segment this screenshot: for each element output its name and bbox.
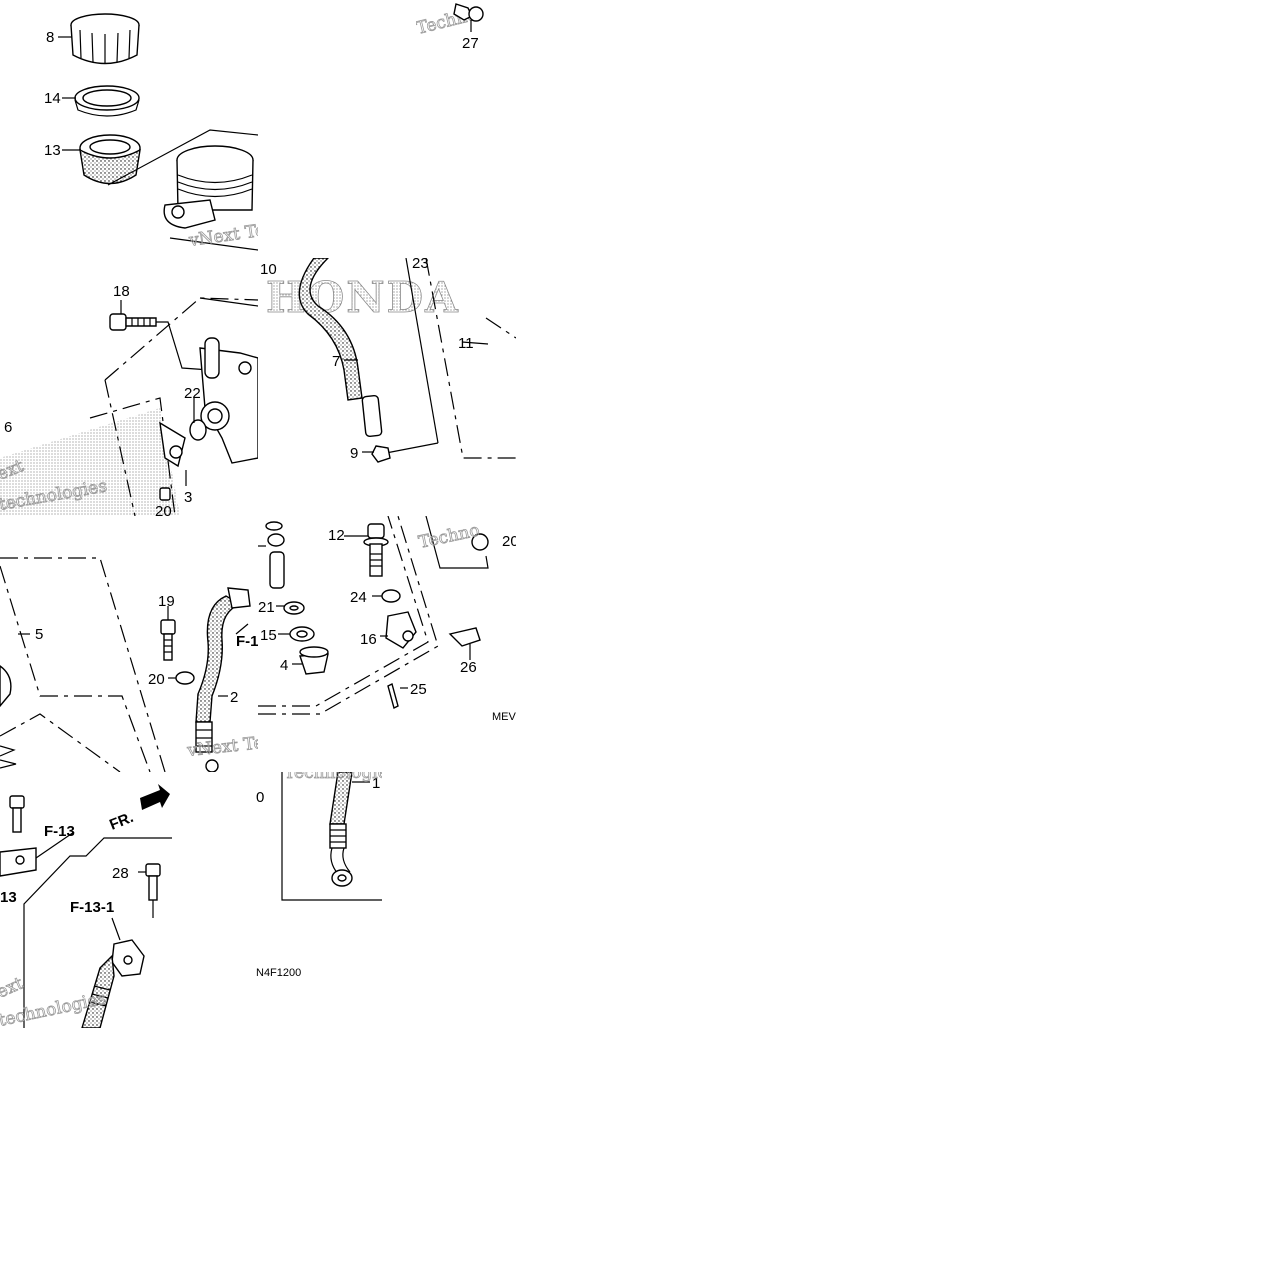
diagram-code-partial: MEV bbox=[492, 711, 516, 720]
union-bolt-part bbox=[159, 419, 207, 501]
callout-23: 23 bbox=[412, 258, 429, 272]
ref-f13-1: F-13-1 bbox=[70, 899, 114, 916]
callout-19: 19 bbox=[158, 593, 175, 610]
callout-10: 10 bbox=[260, 261, 277, 278]
callout-7: 7 bbox=[332, 353, 340, 370]
callout-8: 8 bbox=[46, 29, 54, 46]
tile-reservoir: 8 14 13 vNext Tec bbox=[0, 0, 258, 258]
callout-27: 27 bbox=[462, 35, 479, 52]
callout-22: 22 bbox=[184, 385, 201, 402]
callout-20: 20 bbox=[148, 671, 165, 688]
reservoir-cap-part bbox=[70, 13, 140, 65]
reservoir-part bbox=[107, 129, 258, 251]
watermark-text: Technologies bbox=[284, 772, 382, 783]
callout-9: 9 bbox=[350, 445, 358, 462]
watermark-text: ext bbox=[0, 973, 26, 1002]
tile-master-cylinder: 22 3 18 6 20 ext technologies bbox=[0, 258, 258, 516]
tile-internals: 17 12 24 21 15 16 4 25 26 20 MEV Techno bbox=[258, 516, 516, 720]
bracket-f13-1-part bbox=[81, 939, 145, 1028]
tile-bolt-27: Techno 27 bbox=[416, 0, 516, 60]
callout-15: 15 bbox=[260, 627, 277, 644]
retainer-ring-part bbox=[74, 85, 140, 117]
master-cylinder-body bbox=[199, 337, 258, 464]
callout-20-partial: 20 bbox=[155, 503, 172, 516]
callout-21: 21 bbox=[258, 599, 275, 616]
callout-28: 28 bbox=[112, 865, 129, 882]
callout-1: 1 bbox=[372, 775, 380, 792]
callout-3: 3 bbox=[184, 489, 192, 506]
bolt-28-part bbox=[145, 863, 161, 901]
callout-0-partial: 0 bbox=[256, 789, 264, 806]
piston-spring-part bbox=[265, 521, 329, 675]
callout-13-bold: 13 bbox=[0, 889, 17, 906]
callout-5: 5 bbox=[35, 626, 43, 643]
bolt-part bbox=[9, 795, 25, 833]
ref-f1-partial: F-1 bbox=[236, 633, 258, 650]
tile-hose-1: 1 0 Technologies bbox=[254, 772, 382, 904]
callout-24: 24 bbox=[350, 589, 367, 606]
brake-hose-1-part bbox=[329, 772, 353, 887]
callout-11: 11 bbox=[458, 335, 474, 352]
bolt-18-part bbox=[109, 313, 157, 331]
callout-12: 12 bbox=[328, 527, 345, 544]
ref-f13: F-13 bbox=[44, 823, 75, 840]
callout-25: 25 bbox=[410, 681, 427, 698]
callout-16: 16 bbox=[360, 631, 377, 648]
callout-26: 26 bbox=[460, 659, 477, 676]
callout-14: 14 bbox=[44, 90, 61, 107]
front-arrow-label: FR. bbox=[107, 809, 136, 834]
watermark-brand: HONDA bbox=[266, 273, 460, 322]
tile-hose-routing: F-13 13 FR. 28 F-13-1 ext technologi bbox=[0, 772, 172, 1028]
callout-6: 6 bbox=[4, 419, 12, 436]
tile-code: N4F1200 bbox=[256, 962, 316, 982]
reservoir-hose-part bbox=[298, 258, 391, 463]
tile-pushrod: 5 19 20 2 F-1 vNext Tec bbox=[0, 516, 258, 772]
diagram-code: N4F1200 bbox=[256, 967, 301, 979]
callout-18: 18 bbox=[113, 283, 130, 300]
diaphragm-part bbox=[79, 134, 141, 185]
brake-hose-2-part bbox=[195, 587, 251, 772]
tile-hose-7: HONDA 10 23 7 9 11 bbox=[258, 258, 516, 516]
bolt-19-part bbox=[160, 619, 176, 661]
pushrod-12-part bbox=[363, 523, 417, 649]
callout-13: 13 bbox=[44, 142, 61, 159]
bracket-f13-part bbox=[0, 847, 37, 877]
callout-20-right: 20 bbox=[502, 533, 516, 550]
callout-4: 4 bbox=[280, 657, 288, 674]
bolt-part bbox=[453, 3, 484, 22]
callout-2: 2 bbox=[230, 689, 238, 706]
front-arrow: FR. bbox=[107, 784, 170, 834]
watermark-text: Techno bbox=[417, 520, 482, 552]
